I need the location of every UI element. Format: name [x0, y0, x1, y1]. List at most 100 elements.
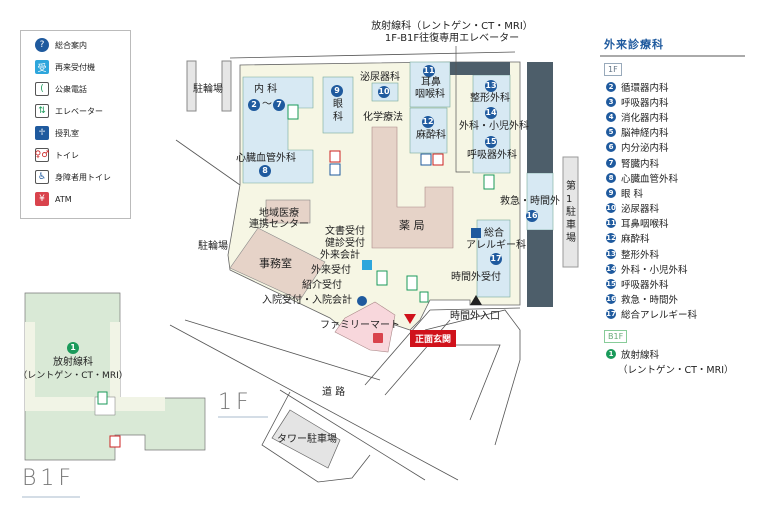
dept-number-badge: 8	[259, 165, 271, 177]
elevator-icon: ⇅	[35, 104, 49, 118]
legend-label: トイレ	[55, 150, 79, 160]
block-tower-parking	[271, 409, 341, 469]
dept-number-badge: 15	[606, 279, 616, 290]
dept-number-badge: 9	[606, 187, 616, 198]
department-name: 呼吸器内科	[621, 97, 669, 109]
nursing-room-icon: ♱	[35, 126, 49, 140]
dept-number-badge: 17	[490, 253, 502, 265]
parking-1-box	[562, 156, 579, 268]
restroom-icon	[432, 153, 444, 166]
elevator-icon	[97, 391, 108, 405]
legend-item: 受再来受付機	[35, 59, 95, 75]
bike-parking-structure	[221, 60, 232, 112]
department-name: 腎臓内科	[621, 158, 660, 170]
department-name: 泌尿器科	[621, 204, 660, 216]
site-outline	[169, 51, 521, 483]
tower-parking-label: タワー駐車場	[277, 434, 337, 445]
range-tilde: 〜	[262, 99, 272, 110]
masui-label: 麻酔科	[416, 130, 446, 141]
block-naika	[242, 76, 314, 184]
b1f-corridor	[110, 322, 120, 397]
referral-reception-label: 紹介受付	[302, 280, 342, 291]
block-dark-upper	[527, 62, 553, 173]
dept-number-badge: 14	[485, 107, 497, 119]
elevator-icon	[376, 270, 388, 286]
after-hours-entrance-label: 時間外入口	[450, 311, 500, 322]
restroom-icon: ♀♂	[34, 148, 50, 162]
reception-machine-icon	[362, 260, 372, 270]
legend-item: ♿ 身障者用トイレ	[35, 169, 111, 185]
b1f-radiology-sub-label: （レントゲン・CT・MRI）	[18, 371, 128, 381]
outpatient-billing-label: 外来会計	[320, 250, 360, 261]
block-pharmacy	[371, 126, 454, 249]
atm-icon	[373, 333, 383, 343]
allergy-label-2: アレルギー科	[466, 240, 526, 251]
dept-number-badge: 8	[606, 172, 616, 183]
floor-tag-1f: 1F	[604, 63, 622, 76]
b1f-radiology-label: 放射線科	[53, 357, 93, 368]
department-sub-name: （レントゲン・CT・MRI）	[618, 364, 734, 376]
restroom-icon	[329, 150, 341, 163]
department-name: 呼吸器外科	[621, 280, 669, 292]
elevator-icon	[483, 174, 495, 190]
department-name: 放射線科	[621, 349, 660, 361]
restroom-icon	[109, 435, 121, 448]
main-entrance-marker-icon	[404, 314, 416, 324]
dept-number-badge: 15	[485, 136, 497, 148]
legend-label: ATM	[55, 194, 72, 204]
shinzo-label: 心臓血管外科	[236, 153, 296, 164]
block-chiiki	[265, 199, 311, 224]
block-dark-lower	[527, 230, 553, 307]
panel-title: 外来診療科	[600, 36, 745, 57]
parking-1-label: 第1駐車場	[566, 181, 576, 244]
dept-number-badge: 6	[606, 142, 616, 153]
legend-item: ⇅エレベーター	[35, 103, 103, 119]
accessible-restroom-icon: ♿	[35, 170, 49, 184]
dept-number-badge: 9	[331, 85, 343, 97]
public-phone-icon	[419, 291, 429, 303]
legend-panel: ?総合案内受再来受付機(公衆電話⇅エレベーター♱授乳室♀♂トイレ♿身障者用トイレ…	[20, 30, 131, 219]
outpatient-reception-label: 外来受付	[311, 265, 351, 276]
pharmacy-label: 薬 局	[399, 219, 425, 232]
chiiki-label-2: 連携センター	[249, 219, 309, 230]
dept-number-badge: 17	[606, 309, 616, 320]
hinyoki-label: 泌尿器科	[360, 72, 400, 83]
legend-item: (公衆電話	[35, 81, 87, 97]
allergy-label: 総合	[484, 228, 504, 239]
jibi-label-2: 咽喉科	[415, 89, 445, 100]
health-checkup-reception-label: 健診受付	[325, 238, 365, 249]
dept-number-badge: 12	[606, 233, 616, 244]
legend-label: 公衆電話	[55, 84, 87, 94]
dept-number-badge: 7	[273, 99, 285, 111]
legend-label: 総合案内	[55, 40, 87, 50]
block-masui	[409, 107, 448, 154]
bike-parking-structure	[186, 60, 197, 112]
jibi-label: 耳鼻	[421, 77, 441, 88]
legend-item: ¥ ATM	[35, 191, 72, 207]
kokyuki-label: 呼吸器外科	[467, 150, 517, 161]
legend-item: ?総合案内	[35, 37, 87, 53]
elevator-icon	[406, 275, 418, 291]
floor-b1f-label: B1F	[22, 466, 76, 491]
geka-label: 外科・小児外科	[459, 121, 529, 132]
dept-number-badge: 3	[606, 96, 616, 107]
familymart-label: ファミリーマート	[320, 320, 400, 331]
dept-number-badge: 7	[606, 157, 616, 168]
department-name: 外科・小児外科	[621, 264, 688, 276]
department-name: 脳神経内科	[621, 128, 669, 140]
block-dark-top	[450, 62, 510, 75]
legend-label: 身障者用トイレ	[55, 172, 111, 182]
elevator-icon	[287, 104, 299, 120]
atm-icon: ¥	[35, 192, 49, 206]
